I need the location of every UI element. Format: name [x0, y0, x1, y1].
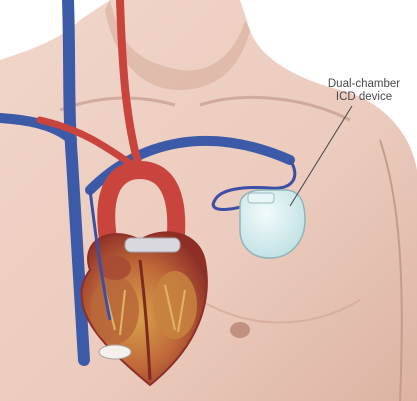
right-ventricle	[91, 276, 139, 344]
icd-header	[248, 193, 274, 203]
callout-line-2: ICD device	[318, 91, 410, 104]
heart-valve	[99, 345, 131, 359]
pulmonary-trunk	[125, 238, 180, 252]
right-atrium	[99, 256, 131, 280]
icd-callout-label: Dual-chamber ICD device	[318, 78, 410, 104]
nipple	[230, 322, 250, 338]
callout-line-1: Dual-chamber	[318, 78, 410, 91]
